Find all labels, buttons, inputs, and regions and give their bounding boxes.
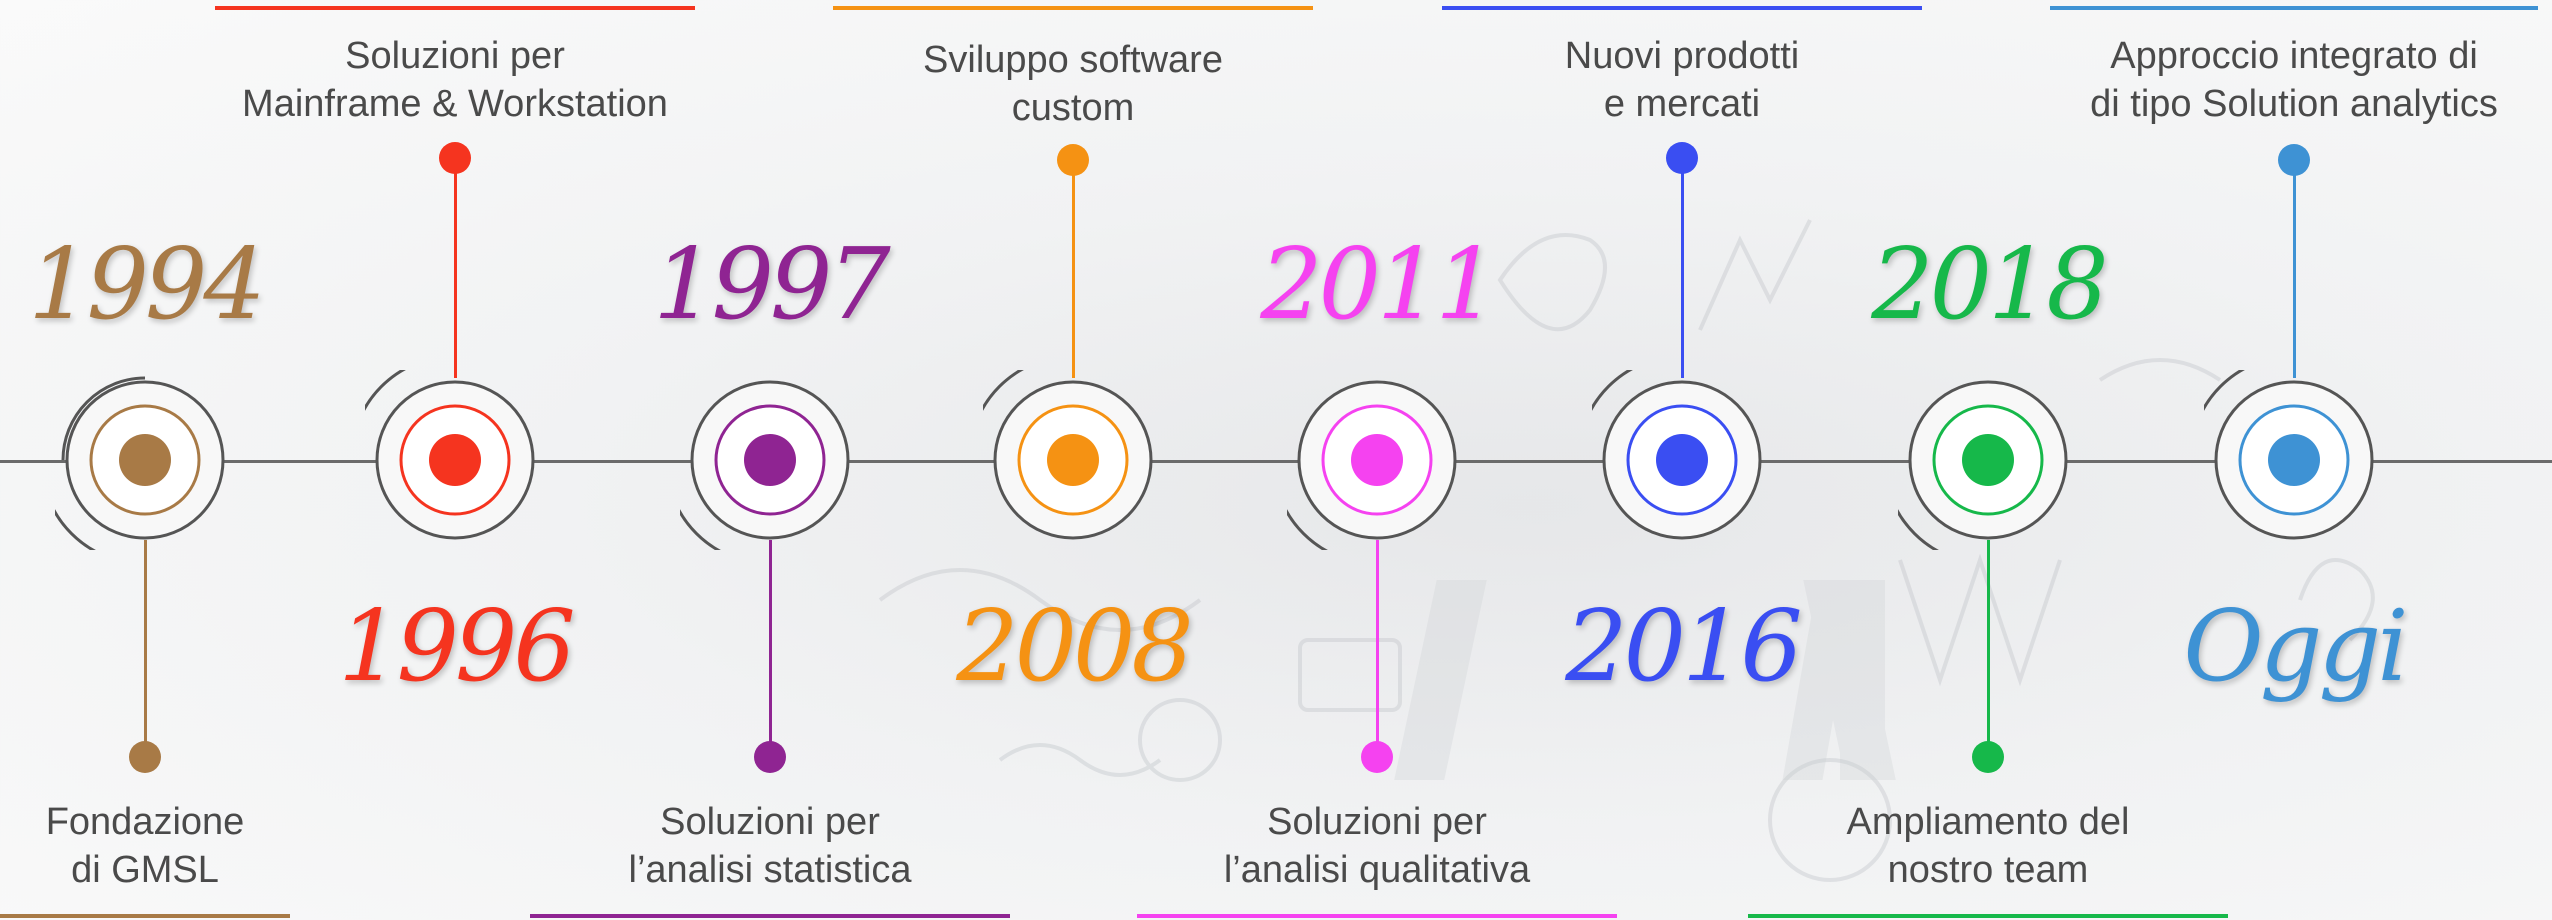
year-label: 1997 bbox=[653, 228, 890, 342]
description-line-1: Approccio integrato di bbox=[2110, 35, 2478, 77]
milestone-pin-dot bbox=[1666, 142, 1698, 174]
milestone-description: Sviluppo software custom bbox=[813, 36, 1333, 132]
accent-rule bbox=[530, 914, 1010, 918]
description-line-2: e mercati bbox=[1603, 83, 1761, 125]
target-marker bbox=[983, 370, 1153, 540]
milestone-pin-dot bbox=[129, 741, 161, 773]
accent-rule bbox=[2050, 6, 2538, 10]
description-line-1: Soluzioni per bbox=[345, 35, 565, 77]
description-line-1: Soluzioni per bbox=[1267, 801, 1487, 843]
description-line-2: di tipo Solution analytics bbox=[2090, 83, 2498, 125]
milestone-stem bbox=[768, 540, 772, 757]
target-marker bbox=[365, 370, 535, 540]
accent-rule bbox=[0, 914, 290, 918]
milestone-pin-dot bbox=[1972, 741, 2004, 773]
milestone-description: Soluzioni per l’analisi qualitativa bbox=[1117, 798, 1637, 894]
year-label: 1996 bbox=[338, 590, 575, 704]
description-line-1: Fondazione bbox=[45, 801, 245, 843]
accent-rule bbox=[833, 6, 1313, 10]
milestone-pin-dot bbox=[1057, 144, 1089, 176]
year-label: Oggi bbox=[2183, 590, 2408, 704]
milestone-description: Soluzioni per Mainframe & Workstation bbox=[195, 32, 715, 128]
description-line-2: nostro team bbox=[1887, 849, 2089, 891]
description-line-1: Sviluppo software bbox=[923, 39, 1223, 81]
milestone-stem bbox=[1375, 540, 1379, 757]
milestone-description: Nuovi prodotti e mercati bbox=[1422, 32, 1942, 128]
accent-rule bbox=[1137, 914, 1617, 918]
milestone-description: Ampliamento del nostro team bbox=[1728, 798, 2248, 894]
target-marker bbox=[680, 380, 850, 550]
description-line-1: Nuovi prodotti bbox=[1564, 35, 1800, 77]
accent-rule bbox=[1748, 914, 2228, 918]
milestone-pin-dot bbox=[2278, 144, 2310, 176]
description-line-2: custom bbox=[1011, 87, 1135, 129]
milestone-stem bbox=[453, 158, 457, 378]
description-line-2: di GMSL bbox=[71, 849, 219, 891]
milestone-stem bbox=[1680, 158, 1684, 378]
milestone-pin-dot bbox=[1361, 741, 1393, 773]
year-label: 2008 bbox=[956, 590, 1193, 704]
description-line-2: l’analisi qualitativa bbox=[1223, 849, 1531, 891]
year-label: 2016 bbox=[1565, 590, 1802, 704]
description-line-2: Mainframe & Workstation bbox=[242, 83, 668, 125]
description-line-2: l’analisi statistica bbox=[628, 849, 912, 891]
year-label: 2018 bbox=[1871, 228, 2108, 342]
target-marker bbox=[1592, 370, 1762, 540]
timeline-axis bbox=[0, 460, 2552, 463]
milestone-pin-dot bbox=[754, 741, 786, 773]
target-marker bbox=[1287, 380, 1457, 550]
year-label: 2011 bbox=[1260, 228, 1497, 342]
milestone-description: Approccio integrato di di tipo Solution … bbox=[2034, 32, 2552, 128]
year-label: 1994 bbox=[28, 228, 265, 342]
milestone-stem bbox=[1986, 540, 1990, 757]
milestone-pin-dot bbox=[439, 142, 471, 174]
target-marker bbox=[55, 376, 225, 550]
milestone-stem bbox=[1071, 160, 1075, 378]
milestone-stem bbox=[2292, 160, 2296, 378]
description-line-1: Soluzioni per bbox=[660, 801, 880, 843]
target-marker bbox=[1898, 380, 2068, 550]
milestone-stem bbox=[143, 540, 147, 757]
milestone-description: Fondazione di GMSL bbox=[0, 798, 405, 894]
accent-rule bbox=[1442, 6, 1922, 10]
target-marker bbox=[2204, 370, 2374, 540]
milestone-description: Soluzioni per l’analisi statistica bbox=[510, 798, 1030, 894]
description-line-1: Ampliamento del bbox=[1846, 801, 2130, 843]
accent-rule bbox=[215, 6, 695, 10]
